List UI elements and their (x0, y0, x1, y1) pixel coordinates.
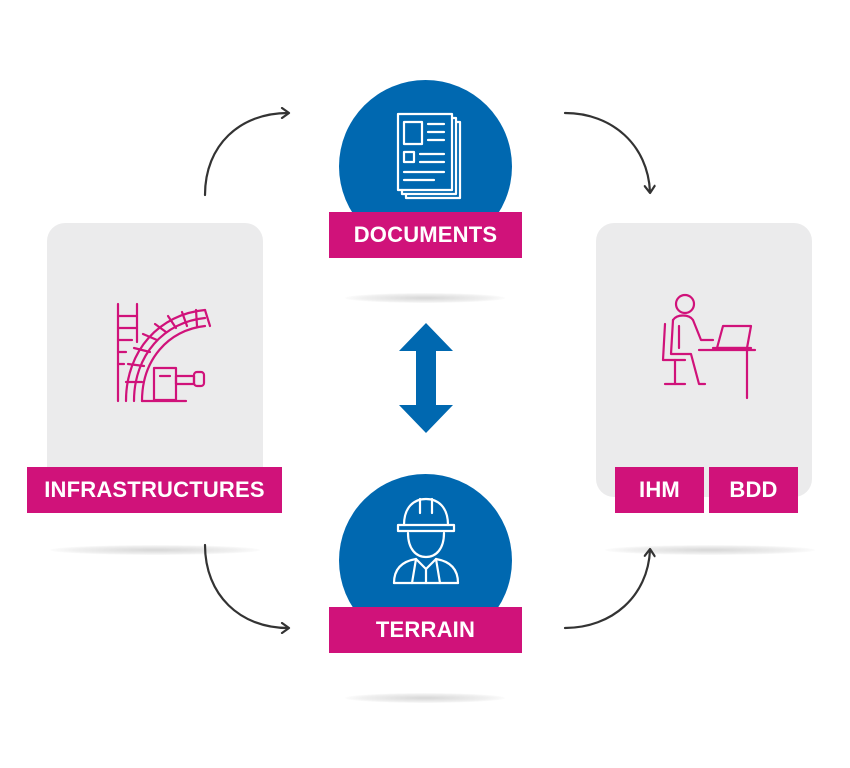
tunnel-arch-icon (116, 302, 212, 403)
double-arrow-icon (399, 323, 453, 433)
terrain-label: TERRAIN (329, 607, 522, 653)
ihm-bdd-card (596, 223, 812, 497)
ihm-label: IHM (615, 467, 704, 513)
terrain-shadow (345, 693, 505, 703)
desk-computer-user-icon (661, 293, 757, 400)
documents-shadow (345, 293, 505, 303)
infrastructures-label: INFRASTRUCTURES (27, 467, 282, 513)
documents-icon (396, 112, 462, 200)
bdd-label: BDD (709, 467, 798, 513)
infrastructures-card (47, 223, 263, 497)
worker-helmet-icon (392, 497, 460, 585)
documents-label: DOCUMENTS (329, 212, 522, 258)
ihm-bdd-shadow (605, 545, 815, 555)
infrastructures-shadow (50, 545, 260, 555)
